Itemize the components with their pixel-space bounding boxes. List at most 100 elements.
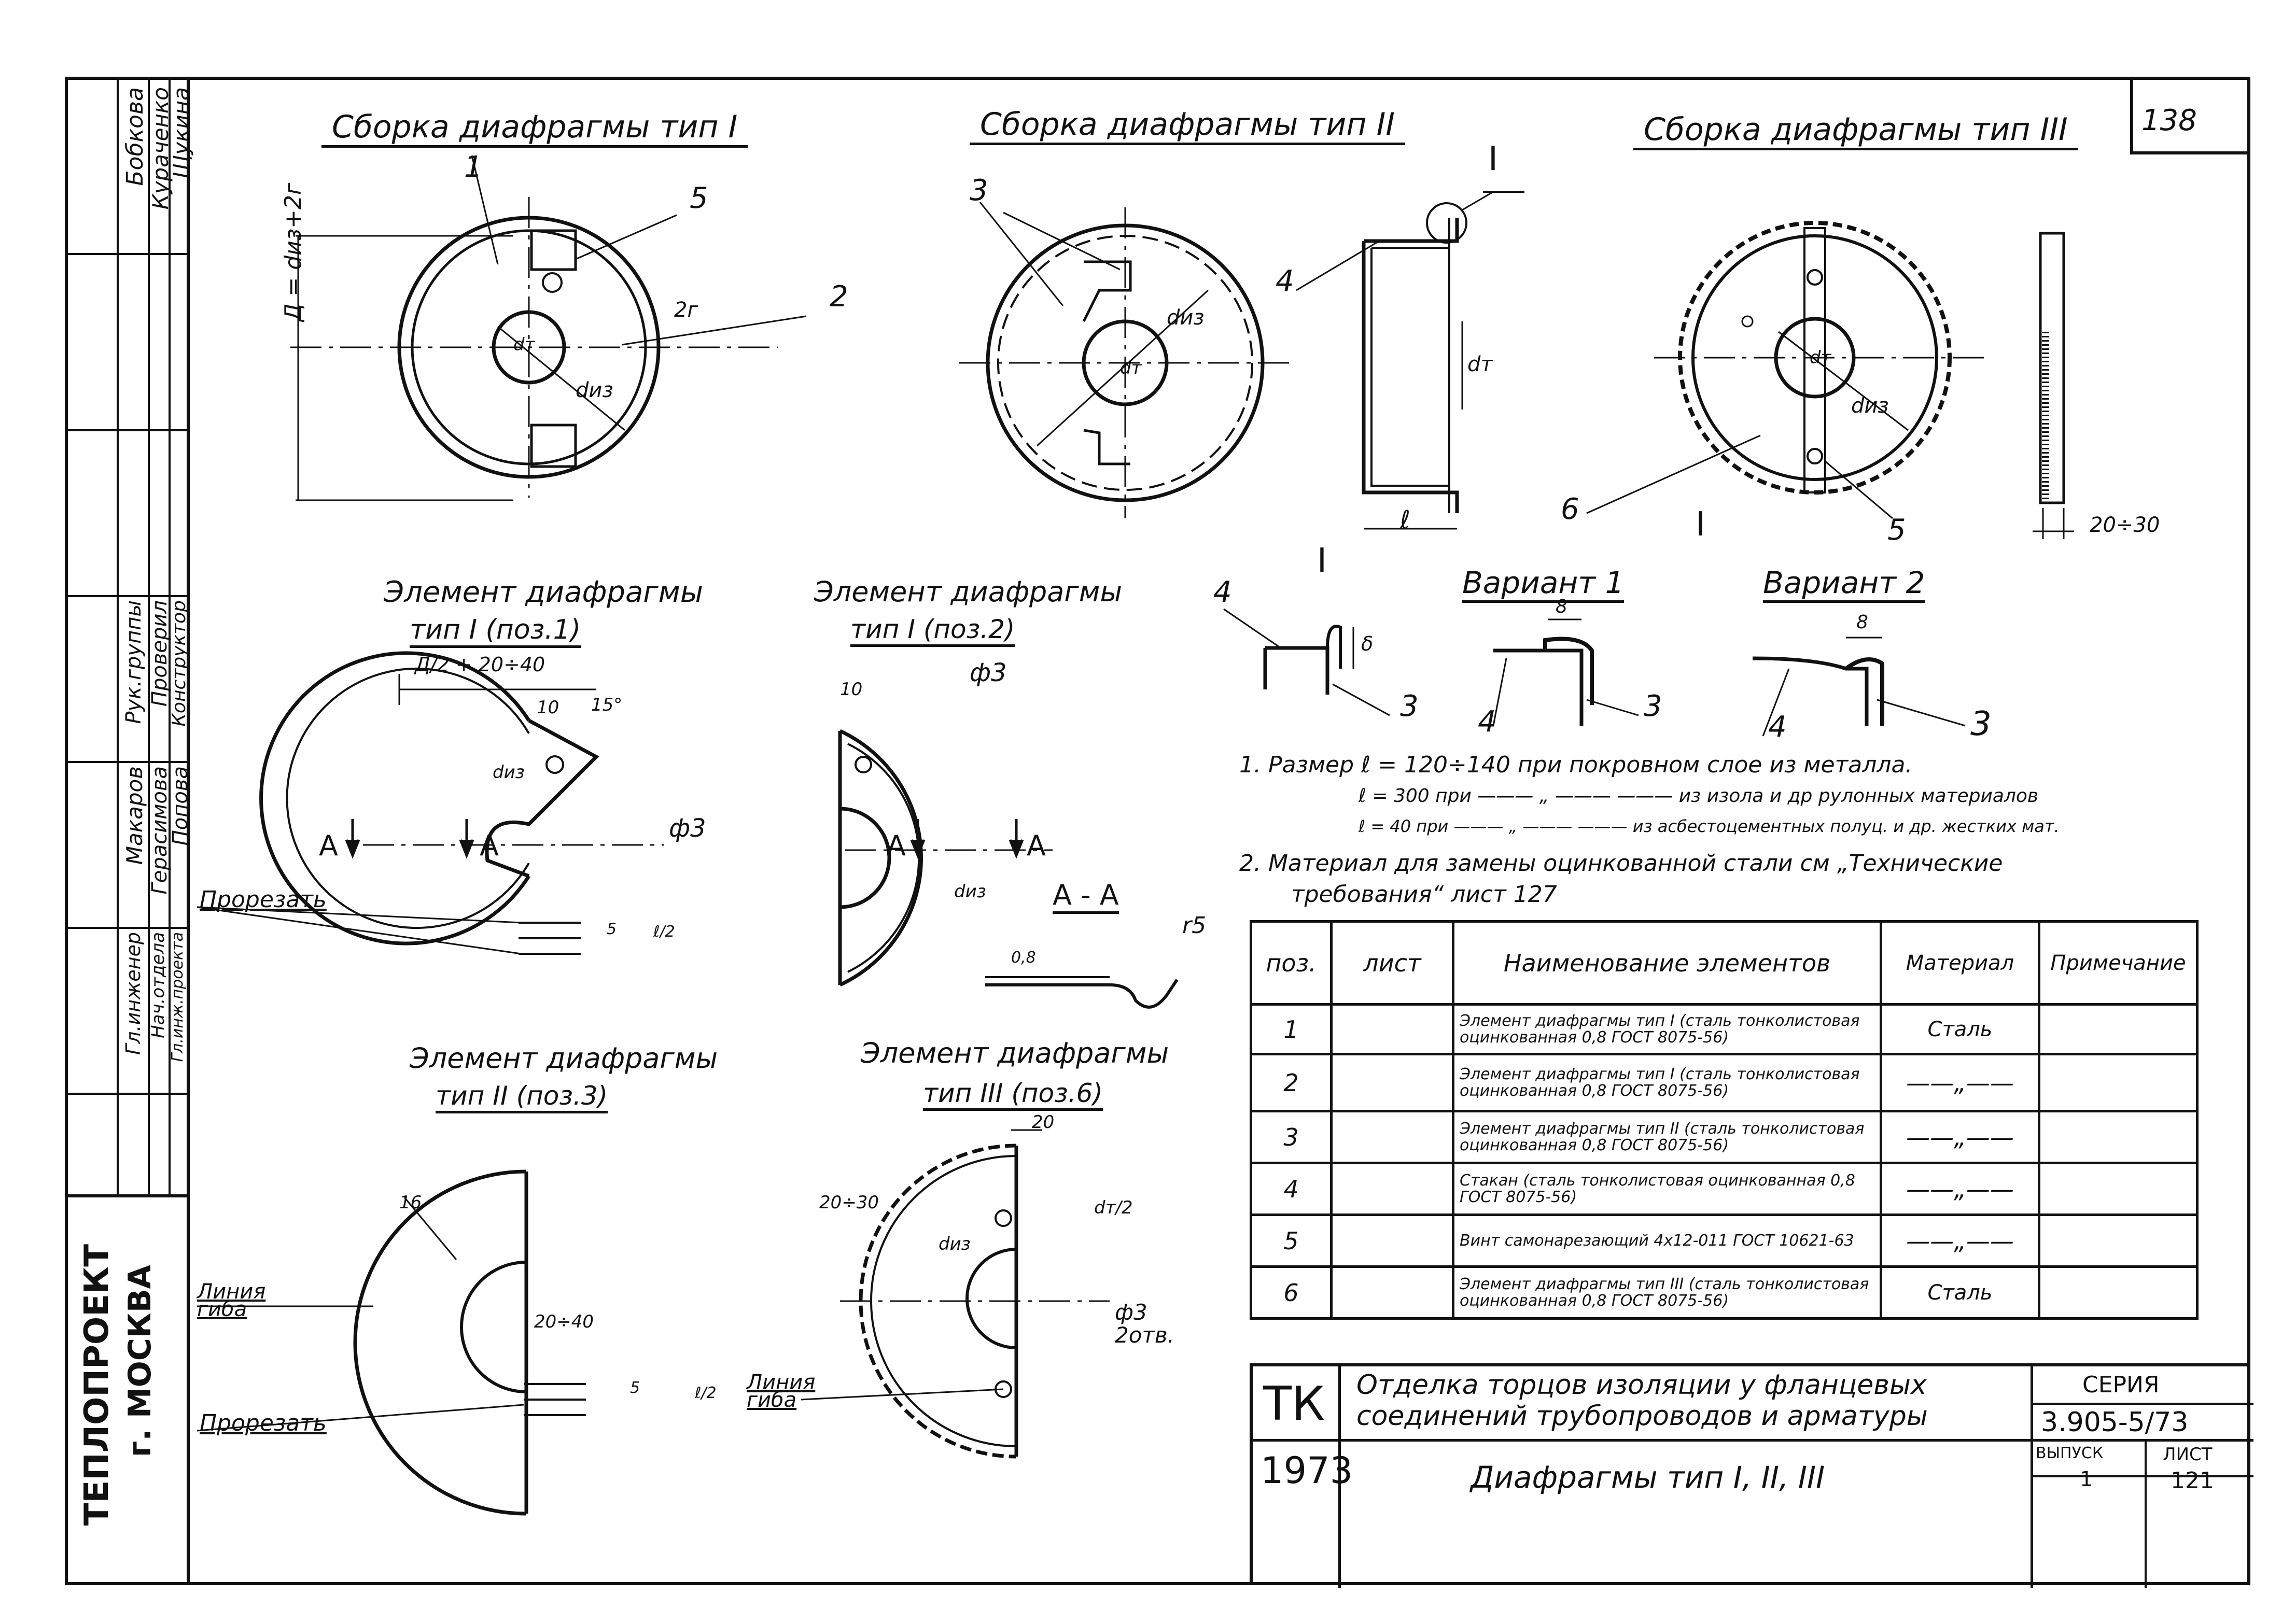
- corner-sheet-box: [2130, 77, 2250, 154]
- spec-pos: 2: [1250, 1053, 1333, 1112]
- label-10-el2: 10: [840, 679, 863, 700]
- spec-material: ——„——: [1880, 1110, 2040, 1164]
- spec-header-note: Примечание: [2038, 920, 2199, 1006]
- label-a-mid: A: [480, 829, 499, 862]
- label-ell-cup: ℓ: [1400, 505, 1410, 534]
- assembly-3-drawing: [1586, 221, 2074, 539]
- spec-sheet: [1330, 1162, 1454, 1216]
- cup-section-drawing: [1296, 191, 1524, 530]
- pos-label-5a: 5: [690, 181, 708, 215]
- spec-pos: 5: [1250, 1213, 1333, 1268]
- pos-label-3a: 3: [970, 174, 988, 207]
- label-20-el6: 20: [1032, 1112, 1055, 1133]
- variant-1-title: Вариант 1: [1462, 565, 1625, 603]
- pos-label-3d: 3: [1970, 705, 1992, 743]
- label-16: 16: [399, 1192, 422, 1213]
- pos-label-5b: 5: [1887, 513, 1906, 547]
- spec-header-sheet: лист: [1330, 920, 1454, 1006]
- label-d-cup: dт: [1467, 352, 1493, 376]
- note-1b: ℓ = 300 при ——— „ ——— ——— из изола и др …: [1359, 785, 2039, 807]
- diameter-formula-text: Д = dиз+2г: [280, 182, 306, 321]
- label-l2-el3: ℓ/2: [695, 1384, 717, 1402]
- element-title-1b: тип I (поз.1): [410, 614, 581, 648]
- element-title-3a: Элемент диафрагмы: [410, 1042, 718, 1075]
- spec-sheet: [1330, 1003, 1454, 1055]
- table-row: 6 Элемент диафрагмы тип III (сталь тонко…: [1250, 1265, 2199, 1320]
- pos-label-3c: 3: [1644, 689, 1662, 723]
- label-cut-1: Прорезать: [200, 886, 327, 913]
- pos-label-4b: 4: [1213, 575, 1232, 609]
- label-5-el3: 5: [630, 1379, 640, 1397]
- sheet-label: ЛИСТ: [2163, 1444, 2213, 1465]
- issue-label: ВЫПУСК: [2036, 1444, 2104, 1462]
- pos-label-4a: 4: [1276, 264, 1294, 298]
- spec-name: Элемент диафрагмы тип I (сталь тонколист…: [1452, 1053, 1882, 1112]
- spec-material: ——„——: [1880, 1053, 2040, 1112]
- label-phi3-el1: ф3: [669, 814, 706, 843]
- label-phi3-two: ф3 2отв.: [1115, 1300, 1174, 1348]
- table-row: 2 Элемент диафрагмы тип I (сталь тонколи…: [1250, 1053, 2199, 1112]
- section-arrows: [345, 819, 1024, 859]
- title-line-2: соединений трубопроводов и арматуры: [1356, 1401, 1928, 1432]
- sheet-value: 121: [2171, 1467, 2214, 1494]
- spec-header-pos: поз.: [1250, 920, 1333, 1006]
- spec-header-material: Материал: [1880, 920, 2040, 1006]
- issue-value: 1: [2080, 1467, 2093, 1491]
- spec-sheet: [1330, 1053, 1454, 1112]
- label-a-right2: A: [1027, 829, 1046, 862]
- element-2-drawing: [838, 729, 1179, 1009]
- element-1-drawing: [197, 651, 664, 955]
- spec-name: Элемент диафрагмы тип I (сталь тонколист…: [1452, 1003, 1882, 1055]
- spec-note: [2038, 1003, 2199, 1055]
- pos-label-1: 1: [464, 150, 483, 184]
- title-line-1: Отделка торцов изоляции у фланцевых: [1356, 1370, 1927, 1401]
- corner-sheet-number: 138: [2141, 104, 2197, 137]
- side-stamp-divider: [187, 77, 190, 1585]
- table-row: 3 Элемент диафрагмы тип II (сталь тонкол…: [1250, 1110, 2199, 1164]
- pos-label-3b: 3: [1400, 689, 1419, 723]
- label-8-v1: 8: [1556, 596, 1567, 617]
- spec-name: Элемент диафрагмы тип III (сталь тонколи…: [1452, 1265, 1882, 1320]
- table-row: 1 Элемент диафрагмы тип I (сталь тонколи…: [1250, 1003, 2199, 1055]
- pos-label-6: 6: [1561, 492, 1579, 526]
- label-8-v2: 8: [1856, 612, 1868, 633]
- label-diz-el1: dиз: [493, 762, 525, 783]
- spec-material: ——„——: [1880, 1213, 2040, 1268]
- spec-pos: 1: [1250, 1003, 1333, 1055]
- side-stamp: Макаров Герасимова Попова Гл.инженер Нач…: [65, 77, 194, 1197]
- assembly-title-1: Сборка диафрагмы тип I: [321, 109, 748, 148]
- label-a-right1: A: [887, 829, 906, 862]
- label-l2-el1: ℓ/2: [653, 923, 675, 941]
- label-r5: r5: [1182, 912, 1207, 939]
- spec-header-name: Наименование элементов: [1452, 920, 1882, 1006]
- element-6-drawing: [801, 1129, 1110, 1459]
- label-diz-1: dиз: [576, 378, 613, 402]
- spec-material: ——„——: [1880, 1162, 2040, 1216]
- detail-mark-top: I: [1488, 140, 1498, 178]
- spec-pos: 4: [1250, 1162, 1333, 1216]
- sheet-name: Диафрагмы тип I, II, III: [1471, 1460, 1825, 1495]
- label-diz-3: dиз: [1851, 394, 1889, 418]
- spec-header-row: поз. лист Наименование элементов Материа…: [1250, 920, 2199, 1006]
- label-dt2-el6: dт/2: [1094, 1197, 1133, 1218]
- label-phi3-el2: ф3: [970, 658, 1007, 687]
- label-5-el1: 5: [607, 920, 617, 938]
- spec-name: Стакан (сталь тонколистовая оцинкованная…: [1452, 1162, 1882, 1216]
- label-dt-2: dт: [1120, 358, 1142, 378]
- assembly-1-drawing: [290, 155, 807, 501]
- tk-mark: ТК: [1263, 1377, 1325, 1431]
- label-half-d: Д/2 + 20÷40: [415, 653, 545, 676]
- spec-name: Элемент диафрагмы тип II (сталь тонколис…: [1452, 1110, 1882, 1164]
- label-aa: А - А: [1053, 879, 1119, 914]
- label-08: 0,8: [1011, 949, 1036, 967]
- label-dt-1: dт: [513, 334, 535, 355]
- label-dt-3: dт: [1810, 347, 1831, 368]
- label-fold-1: Линия гиба: [197, 1280, 266, 1321]
- label-fold-2: Линия гиба: [747, 1371, 816, 1412]
- label-range-20-30-el6: 20÷30: [819, 1192, 879, 1213]
- spec-note: [2038, 1110, 2199, 1164]
- variant-2-title: Вариант 2: [1763, 565, 1925, 603]
- element-title-2b: тип I (поз.2): [850, 614, 1015, 647]
- spec-material: Сталь: [1880, 1003, 2040, 1055]
